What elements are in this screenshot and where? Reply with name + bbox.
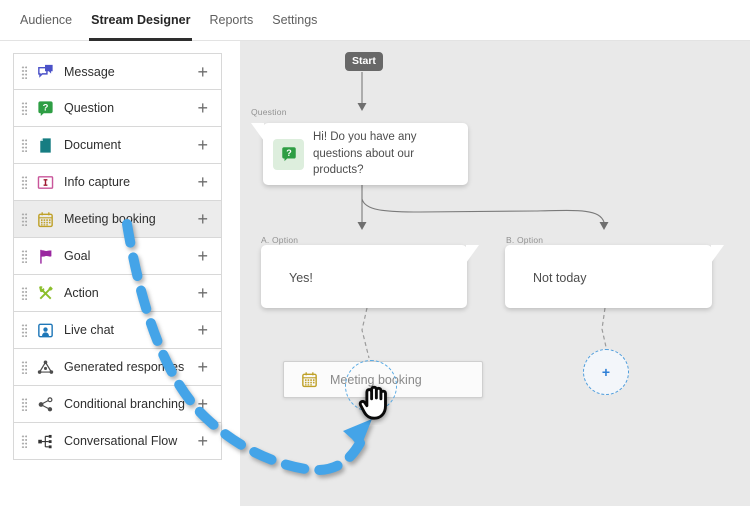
add-button[interactable]: + <box>197 172 208 192</box>
sidebar-item-conversational-flow[interactable]: Conversational Flow + <box>13 423 222 460</box>
sidebar-item-action[interactable]: Action + <box>13 275 222 312</box>
info-capture-icon <box>36 173 55 192</box>
tab-audience[interactable]: Audience <box>20 13 73 27</box>
option-a-type-label: A. Option <box>261 235 299 245</box>
node-palette: Message + ? Question + Document + <box>13 53 222 460</box>
sidebar-item-generated-responses[interactable]: Generated responses + <box>13 349 222 386</box>
question-icon: ? <box>273 138 304 170</box>
drag-handle-icon[interactable] <box>21 138 27 152</box>
sidebar-item-info-capture[interactable]: Info capture + <box>13 164 222 201</box>
sidebar-item-label: Generated responses <box>64 360 185 374</box>
action-icon <box>36 284 55 303</box>
live-chat-icon <box>36 321 55 340</box>
question-node-type-label: Question <box>251 107 287 117</box>
meeting-booking-icon <box>300 370 319 389</box>
drag-handle-icon[interactable] <box>21 175 27 189</box>
question-node[interactable]: ? Hi! Do you have any questions about ou… <box>263 123 468 185</box>
drag-handle-icon[interactable] <box>21 323 27 337</box>
option-b-node[interactable]: Not today <box>505 245 712 308</box>
add-button[interactable]: + <box>197 283 208 303</box>
sidebar-item-meeting-booking[interactable]: Meeting booking + <box>13 201 222 238</box>
hand-cursor-icon <box>358 385 387 420</box>
drag-handle-icon[interactable] <box>21 101 27 115</box>
drag-handle-icon[interactable] <box>21 249 27 263</box>
drag-handle-icon[interactable] <box>21 397 27 411</box>
start-node[interactable]: Start <box>345 52 383 71</box>
sidebar-item-label: Info capture <box>64 175 131 189</box>
sidebar-item-label: Action <box>64 286 99 300</box>
add-button[interactable]: + <box>197 246 208 266</box>
sidebar-item-label: Live chat <box>64 323 115 337</box>
sidebar-item-goal[interactable]: Goal + <box>13 238 222 275</box>
add-button[interactable]: + <box>197 135 208 155</box>
conversational-flow-icon <box>36 432 55 451</box>
option-b-type-label: B. Option <box>506 235 544 245</box>
top-nav: Audience Stream Designer Reports Setting… <box>0 0 750 41</box>
question-icon: ? <box>36 99 55 118</box>
add-button[interactable]: + <box>197 357 208 377</box>
conditional-branching-icon <box>36 395 55 414</box>
add-button[interactable]: + <box>197 98 208 118</box>
message-icon <box>36 62 55 81</box>
drag-handle-icon[interactable] <box>21 212 27 226</box>
sidebar-item-label: Message <box>64 64 115 79</box>
option-a-text: Yes! <box>289 271 313 285</box>
add-node-placeholder[interactable]: + <box>583 349 629 395</box>
drag-handle-icon[interactable] <box>21 434 27 448</box>
add-button[interactable]: + <box>197 61 208 82</box>
stream-canvas: Start Question ? Hi! Do you have any que… <box>240 41 750 506</box>
sidebar-item-label: Conditional branching <box>64 397 185 411</box>
add-button[interactable]: + <box>197 394 208 414</box>
sidebar-item-conditional-branching[interactable]: Conditional branching + <box>13 386 222 423</box>
drag-handle-icon[interactable] <box>21 64 27 79</box>
meeting-booking-icon <box>36 210 55 229</box>
sidebar-item-label: Conversational Flow <box>64 434 178 448</box>
option-a-node[interactable]: Yes! <box>261 245 467 308</box>
tab-settings[interactable]: Settings <box>272 13 318 27</box>
svg-text:?: ? <box>43 102 49 113</box>
sidebar-item-document[interactable]: Document + <box>13 127 222 164</box>
goal-icon <box>36 247 55 266</box>
option-b-text: Not today <box>533 271 587 285</box>
add-button[interactable]: + <box>197 431 208 451</box>
add-button[interactable]: + <box>197 320 208 340</box>
sidebar-item-question[interactable]: ? Question + <box>13 90 222 127</box>
generated-responses-icon <box>36 358 55 377</box>
question-glyph: ? <box>286 148 292 158</box>
sidebar-item-label: Goal <box>64 249 91 263</box>
document-icon <box>36 136 55 155</box>
add-button[interactable]: + <box>197 209 208 229</box>
question-node-text: Hi! Do you have any questions about our … <box>313 130 417 177</box>
sidebar-item-message[interactable]: Message + <box>13 53 222 90</box>
sidebar-item-live-chat[interactable]: Live chat + <box>13 312 222 349</box>
sidebar-item-label: Meeting booking <box>64 212 156 226</box>
sidebar-item-label: Document <box>64 138 121 152</box>
drag-handle-icon[interactable] <box>21 360 27 374</box>
sidebar-item-label: Question <box>64 101 115 115</box>
tab-stream-designer[interactable]: Stream Designer <box>89 0 193 41</box>
tab-reports[interactable]: Reports <box>209 13 254 27</box>
drag-handle-icon[interactable] <box>21 286 27 300</box>
